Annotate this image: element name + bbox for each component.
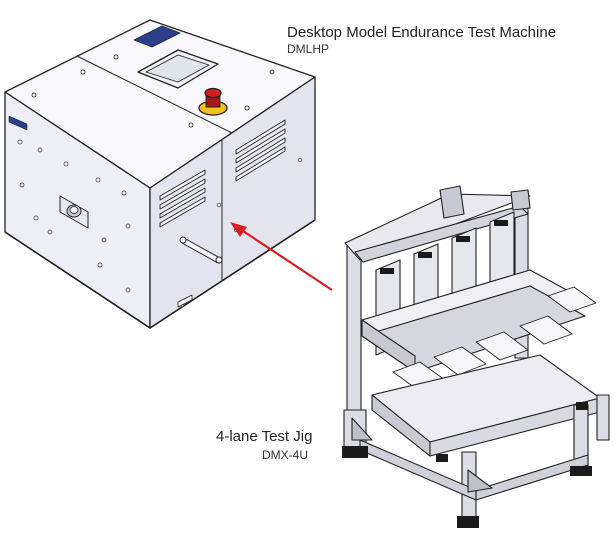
pointer-arrow (230, 222, 333, 291)
machine-model: DMLHP (287, 42, 330, 56)
test-jig (342, 185, 610, 528)
side-handle (179, 236, 223, 264)
jig-title: 4-lane Test Jig (216, 428, 313, 445)
desktop-machine (4, 19, 316, 329)
side-badge (8, 115, 28, 131)
jig-model: DMX-4U (262, 448, 309, 462)
estop-button-icon (204, 87, 222, 99)
arrow-head-icon (230, 222, 247, 237)
brand-badge (133, 25, 181, 48)
machine-title: Desktop Model Endurance Test Machine (287, 24, 557, 41)
